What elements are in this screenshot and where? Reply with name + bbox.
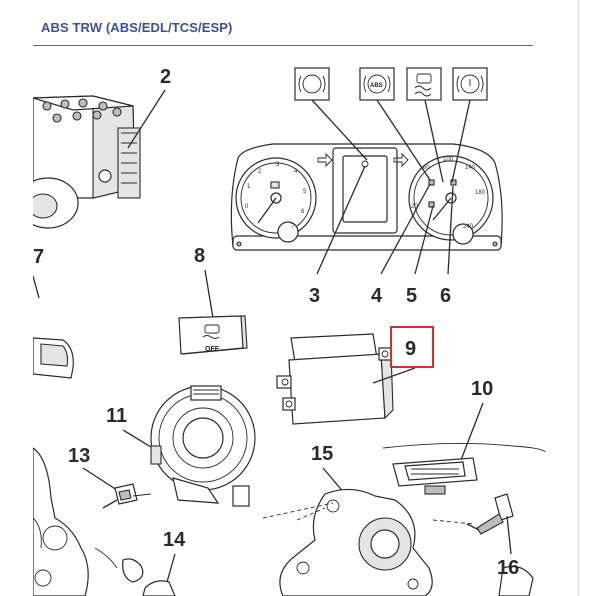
page-title: ABS TRW (ABS/EDL/TCS/ESP)	[41, 20, 233, 35]
svg-text:6: 6	[301, 209, 305, 215]
callout-7: 7	[33, 246, 44, 268]
speed-tick-20: 20	[411, 204, 418, 210]
callout-13: 13	[68, 445, 90, 467]
title-divider	[33, 45, 533, 46]
callout-3: 3	[309, 285, 320, 307]
exploded-parts-diagram: 2 7 2 3 4 5 6 7 1 0 20	[33, 66, 546, 596]
speed-tick-100: 100	[443, 157, 454, 163]
leader-icon3	[424, 99, 444, 183]
steering-angle-sensor	[150, 385, 256, 507]
warning-icon-brake	[294, 67, 330, 101]
callout-9-highlight-box	[390, 326, 434, 368]
warning-icon-esp	[406, 67, 442, 101]
leader-9	[372, 367, 416, 384]
warning-icon-abs: ABS	[359, 67, 395, 101]
abs-icon-label: ABS	[370, 83, 383, 89]
svg-text:2: 2	[258, 169, 262, 175]
speed-tick-240: 240	[463, 224, 474, 230]
leader-5	[414, 205, 434, 275]
callout-11: 11	[106, 405, 127, 427]
abs-hydraulic-unit	[33, 95, 141, 229]
leader-icon4	[451, 99, 471, 183]
leader-2	[127, 89, 166, 149]
leader-8	[204, 269, 214, 319]
left-wheel-hub	[33, 447, 144, 596]
svg-text:7: 7	[291, 224, 295, 230]
instrument-cluster: 2 3 4 5 6 7 1 0 20 60 100 140 180 240	[230, 143, 503, 251]
leader-4	[380, 183, 431, 275]
esp-off-label: OFF	[205, 346, 220, 353]
callout-15: 15	[311, 443, 333, 465]
leader-6	[447, 185, 454, 275]
obd-diagnostic-connector	[382, 442, 546, 495]
svg-text:4: 4	[294, 169, 298, 175]
svg-text:1: 1	[247, 184, 251, 190]
scrollbar-track[interactable]	[578, 0, 600, 596]
callout-6: 6	[440, 285, 451, 307]
part-14-component	[142, 580, 176, 596]
callout-5: 5	[406, 285, 417, 307]
wheel-speed-sensor-rear	[466, 493, 514, 535]
callout-14: 14	[163, 529, 186, 551]
svg-text:3: 3	[276, 162, 280, 168]
warning-icon-parking-brake	[452, 67, 488, 101]
speed-tick-60: 60	[423, 165, 430, 171]
right-wheel-knuckle	[262, 488, 534, 596]
leader-16	[506, 515, 512, 555]
callout-16: 16	[497, 557, 519, 579]
callout-8: 8	[194, 245, 205, 267]
svg-text:5: 5	[303, 189, 307, 195]
leader-10	[460, 402, 484, 461]
part-7-component	[33, 275, 74, 379]
svg-text:0: 0	[245, 204, 249, 210]
leader-icon2	[376, 99, 431, 181]
leader-3	[316, 165, 366, 275]
callout-2: 2	[160, 66, 171, 88]
speed-tick-180: 180	[475, 190, 486, 196]
callout-4: 4	[371, 285, 383, 307]
wheel-speed-sensor-front	[102, 483, 152, 509]
control-unit	[276, 333, 394, 425]
callout-9: 9	[405, 338, 416, 360]
speed-tick-140: 140	[465, 165, 476, 171]
esp-off-switch: OFF	[178, 315, 248, 355]
callout-10: 10	[471, 378, 493, 400]
leader-icon1	[311, 99, 368, 161]
